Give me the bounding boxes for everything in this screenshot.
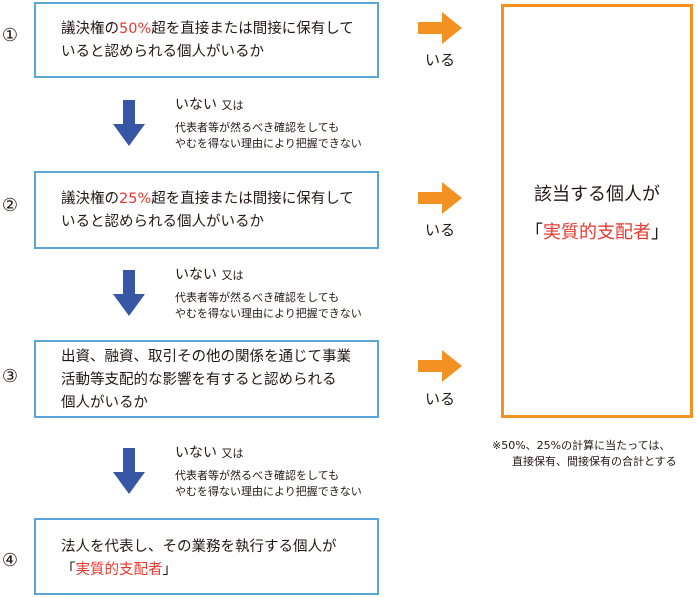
question-text-1: 議決権の50%超を直接または間接に保有して いると認められる個人がいるか (61, 18, 371, 64)
step-number-2: ② (1, 195, 19, 216)
branch-no-condition-3: 代表者等が然るべき確認をしても やむを得ない理由により把握できない (175, 469, 362, 498)
branch-yes-label-1: いる (425, 51, 456, 69)
question-1-line-2: いると認められる個人がいるか (61, 44, 264, 60)
threshold-25: 25% (119, 191, 152, 207)
question-box-3: 出資、融資、取引その他の関係を通じて事業 活動等支配的な影響を有すると認められる… (34, 340, 379, 418)
note-line-1: ※50%、25%の計算に当たっては、 (492, 439, 671, 452)
note-line-2: 直接保有、間接保有の合計とする (512, 455, 677, 468)
question-3-line-2: 活動等支配的な影響を有すると認められる (61, 372, 337, 388)
question-box-2: 議決権の25%超を直接または間接に保有して いると認められる個人がいるか (34, 171, 379, 249)
branch-no-condition-1: 代表者等が然るべき確認をしても やむを得ない理由により把握できない (175, 121, 362, 150)
blue-arrow-down-icon (113, 100, 145, 146)
branch-yes-label-2: いる (425, 221, 456, 239)
step-number-3: ③ (1, 366, 19, 387)
beneficial-owner-term: 実質的支配者 (75, 562, 163, 578)
step-number-4: ④ (1, 550, 19, 571)
branch-no-label-2: いない 又は (175, 267, 244, 283)
result-box: 該当する個人が 「実質的支配者」 (501, 4, 693, 418)
result-line-2: 「実質的支配者」 (525, 222, 669, 243)
orange-arrow-right-icon (418, 182, 462, 214)
question-1-line-1: 議決権の50%超を直接または間接に保有して (61, 21, 354, 37)
blue-arrow-down-icon (113, 270, 145, 316)
question-text-2: 議決権の25%超を直接または間接に保有して いると認められる個人がいるか (61, 188, 371, 234)
question-3-line-3: 個人がいるか (61, 395, 148, 411)
question-4-line-2: 「実質的支配者」 (61, 562, 177, 578)
orange-arrow-right-icon (418, 350, 462, 382)
step-number-1: ① (1, 25, 19, 46)
question-text-3: 出資、融資、取引その他の関係を通じて事業 活動等支配的な影響を有すると認められる… (61, 346, 371, 415)
question-2-line-1: 議決権の25%超を直接または間接に保有して (61, 191, 354, 207)
result-beneficial-owner: 実質的支配者 (543, 222, 651, 243)
result-line-1: 該当する個人が (534, 184, 660, 205)
branch-yes-label-3: いる (425, 390, 456, 408)
threshold-50: 50% (119, 21, 152, 37)
question-3-line-1: 出資、融資、取引その他の関係を通じて事業 (61, 349, 351, 365)
branch-no-condition-2: 代表者等が然るべき確認をしても やむを得ない理由により把握できない (175, 291, 362, 320)
question-box-4: 法人を代表し、その業務を執行する個人が 「実質的支配者」 (34, 518, 379, 595)
question-text-4: 法人を代表し、その業務を執行する個人が 「実質的支配者」 (61, 536, 371, 582)
branch-no-label-1: いない 又は (175, 97, 244, 113)
question-2-line-2: いると認められる個人がいるか (61, 214, 264, 230)
blue-arrow-down-icon (113, 448, 145, 494)
orange-arrow-right-icon (418, 12, 462, 44)
question-box-1: 議決権の50%超を直接または間接に保有して いると認められる個人がいるか (34, 2, 379, 78)
branch-no-label-3: いない 又は (175, 445, 244, 461)
question-4-line-1: 法人を代表し、その業務を執行する個人が (61, 539, 337, 555)
calculation-note: ※50%、25%の計算に当たっては、 直接保有、間接保有の合計とする (492, 438, 677, 470)
